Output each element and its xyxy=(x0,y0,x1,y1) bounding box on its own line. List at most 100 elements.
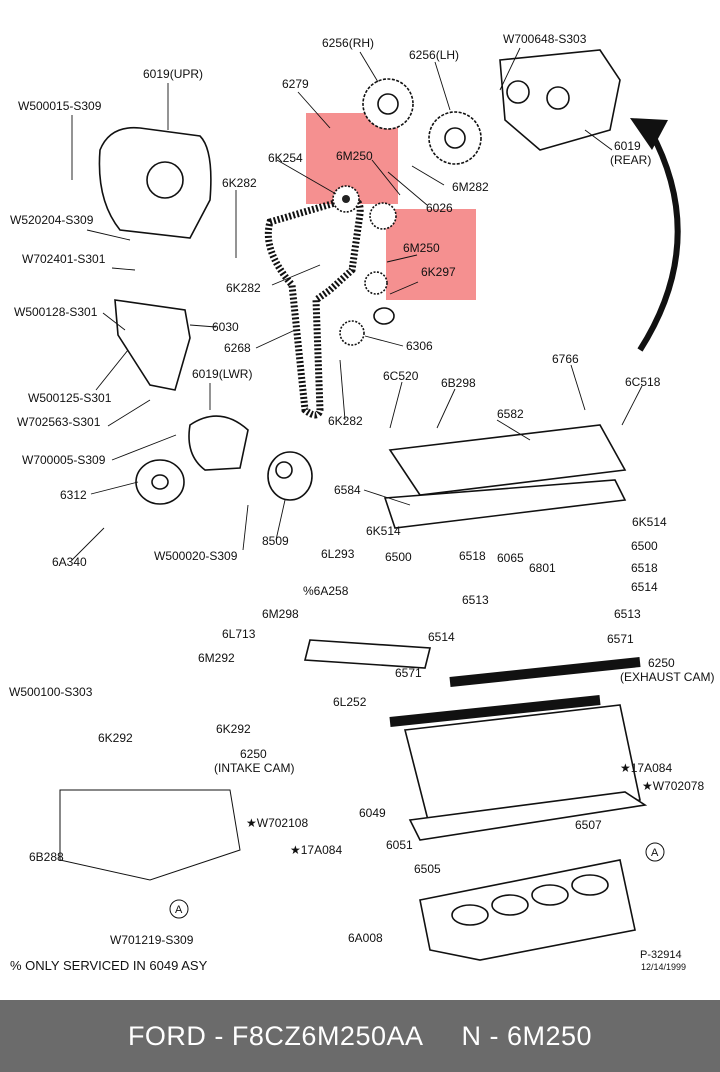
head-gasket xyxy=(408,791,648,841)
label-w702108: ★W702108 xyxy=(246,816,308,830)
label-6m292: 6M292 xyxy=(198,651,235,665)
label-6k292-b: 6K292 xyxy=(98,731,133,745)
label-w700648: W700648-S303 xyxy=(503,32,587,46)
label-6049: 6049 xyxy=(359,806,386,820)
label-6518-a: 6518 xyxy=(459,549,486,563)
rear-cam-gear-2 xyxy=(546,86,570,110)
label-w702078: ★W702078 xyxy=(642,779,704,793)
rear-cam-gear-1 xyxy=(506,80,530,104)
camshaft-sprocket-rh xyxy=(362,78,414,130)
label-6k514-b: 6K514 xyxy=(632,515,667,529)
label-6306: 6306 xyxy=(406,339,433,353)
label-6019rear-a: 6019 xyxy=(614,139,641,153)
highlight-6m250-6k297 xyxy=(386,209,476,300)
label-6505: 6505 xyxy=(414,862,441,876)
label-6l713: 6L713 xyxy=(222,627,256,641)
cylinder-bore-2 xyxy=(491,894,529,916)
label-6m282: 6M282 xyxy=(452,180,489,194)
label-w702401: W702401-S301 xyxy=(22,252,106,266)
label-6513-a: 6513 xyxy=(462,593,489,607)
sensor-inset-outline xyxy=(59,789,241,881)
label-w500020: W500020-S309 xyxy=(154,549,238,563)
cylinder-bore-1 xyxy=(451,904,489,926)
label-6584: 6584 xyxy=(334,483,361,497)
circle-a-marker-2: A xyxy=(169,899,189,919)
engine-bracket xyxy=(114,299,191,391)
label-w500015: W500015-S309 xyxy=(18,99,102,113)
camshaft-sprocket-lh xyxy=(428,111,482,165)
intake-camshaft xyxy=(389,695,601,727)
label-6801: 6801 xyxy=(529,561,556,575)
label-w702563: W702563-S301 xyxy=(17,415,101,429)
label-6500-b: 6500 xyxy=(631,539,658,553)
label-w500100: W500100-S303 xyxy=(9,685,93,699)
label-6065: 6065 xyxy=(497,551,524,565)
label-6250-in-a: 6250 xyxy=(240,747,267,761)
part-labels: 6256(RH) 6256(LH) W700648-S303 6019(UPR)… xyxy=(9,32,714,973)
cylinder-bore-4 xyxy=(571,874,609,896)
label-6571-b: 6571 xyxy=(395,666,422,680)
label-6250-ex-a: 6250 xyxy=(648,656,675,670)
label-w520204: W520204-S309 xyxy=(10,213,94,227)
label-6k282-c: 6K282 xyxy=(328,414,363,428)
label-6c520: 6C520 xyxy=(383,369,419,383)
washer-6k297 xyxy=(373,307,395,325)
direction-arrow-head xyxy=(630,118,668,150)
label-17a084-a: ★17A084 xyxy=(620,761,672,775)
label-6a008: 6A008 xyxy=(348,931,383,945)
label-6026: 6026 xyxy=(426,201,453,215)
label-w500125: W500125-S301 xyxy=(28,391,112,405)
label-6030: 6030 xyxy=(212,320,239,334)
footnote: % ONLY SERVICED IN 6049 ASY xyxy=(10,958,208,973)
label-6250-ex-b: (EXHAUST CAM) xyxy=(620,670,714,684)
label-6019lwr: 6019(LWR) xyxy=(192,367,252,381)
timing-cover-lower xyxy=(188,415,249,471)
part-number-footer: FORD - F8CZ6M250AA N - 6M250 xyxy=(0,1000,720,1072)
label-6312: 6312 xyxy=(60,488,87,502)
tensioner-pulley xyxy=(135,459,185,505)
valve-cover xyxy=(388,424,627,496)
label-6279: 6279 xyxy=(282,77,309,91)
reference-date: 12/14/1999 xyxy=(641,962,686,972)
label-8509: 8509 xyxy=(262,534,289,548)
label-6571-a: 6571 xyxy=(607,632,634,646)
label-w701219: W701219-S309 xyxy=(110,933,194,947)
label-6k282-a: 6K282 xyxy=(222,176,257,190)
cylinder-bore-3 xyxy=(531,884,569,906)
direction-arrow xyxy=(637,128,681,352)
reference-code: P-32914 xyxy=(640,949,682,961)
crank-sprocket-6306 xyxy=(339,320,365,346)
label-6514-b: 6514 xyxy=(428,630,455,644)
camshaft-caps xyxy=(303,639,432,669)
label-6507: 6507 xyxy=(575,818,602,832)
idler-pulley xyxy=(369,202,397,230)
label-6250-in-b: (INTAKE CAM) xyxy=(214,761,294,775)
label-6582: 6582 xyxy=(497,407,524,421)
label-6019upr: 6019(UPR) xyxy=(143,67,203,81)
valve-cover-gasket xyxy=(383,479,627,529)
exhaust-camshaft xyxy=(449,657,641,687)
label-w500128: W500128-S301 xyxy=(14,305,98,319)
label-6b288: 6B288 xyxy=(29,850,64,864)
label-6k292-a: 6K292 xyxy=(216,722,251,736)
crank-pulley-8509 xyxy=(267,451,313,501)
label-6m250-b: 6M250 xyxy=(403,241,440,255)
footer-brand-part: FORD - F8CZ6M250AA xyxy=(127,1020,424,1051)
svg-text:A: A xyxy=(175,904,183,916)
label-w700005: W700005-S309 xyxy=(22,453,106,467)
label-6051: 6051 xyxy=(386,838,413,852)
label-6a340: 6A340 xyxy=(52,555,87,569)
label-6513-b: 6513 xyxy=(614,607,641,621)
circle-a-marker-1: A xyxy=(645,842,665,862)
label-6l293: 6L293 xyxy=(321,547,355,561)
label-6k254: 6K254 xyxy=(268,151,303,165)
timing-belt xyxy=(264,195,364,419)
svg-text:A: A xyxy=(651,847,659,859)
label-6k514-a: 6K514 xyxy=(366,524,401,538)
engine-block xyxy=(419,859,636,961)
label-6k282-b: 6K282 xyxy=(226,281,261,295)
label-6c518: 6C518 xyxy=(625,375,661,389)
label-6019rear-b: (REAR) xyxy=(610,153,651,167)
label-6514-a: 6514 xyxy=(631,580,658,594)
timing-cover-hole xyxy=(146,161,184,199)
